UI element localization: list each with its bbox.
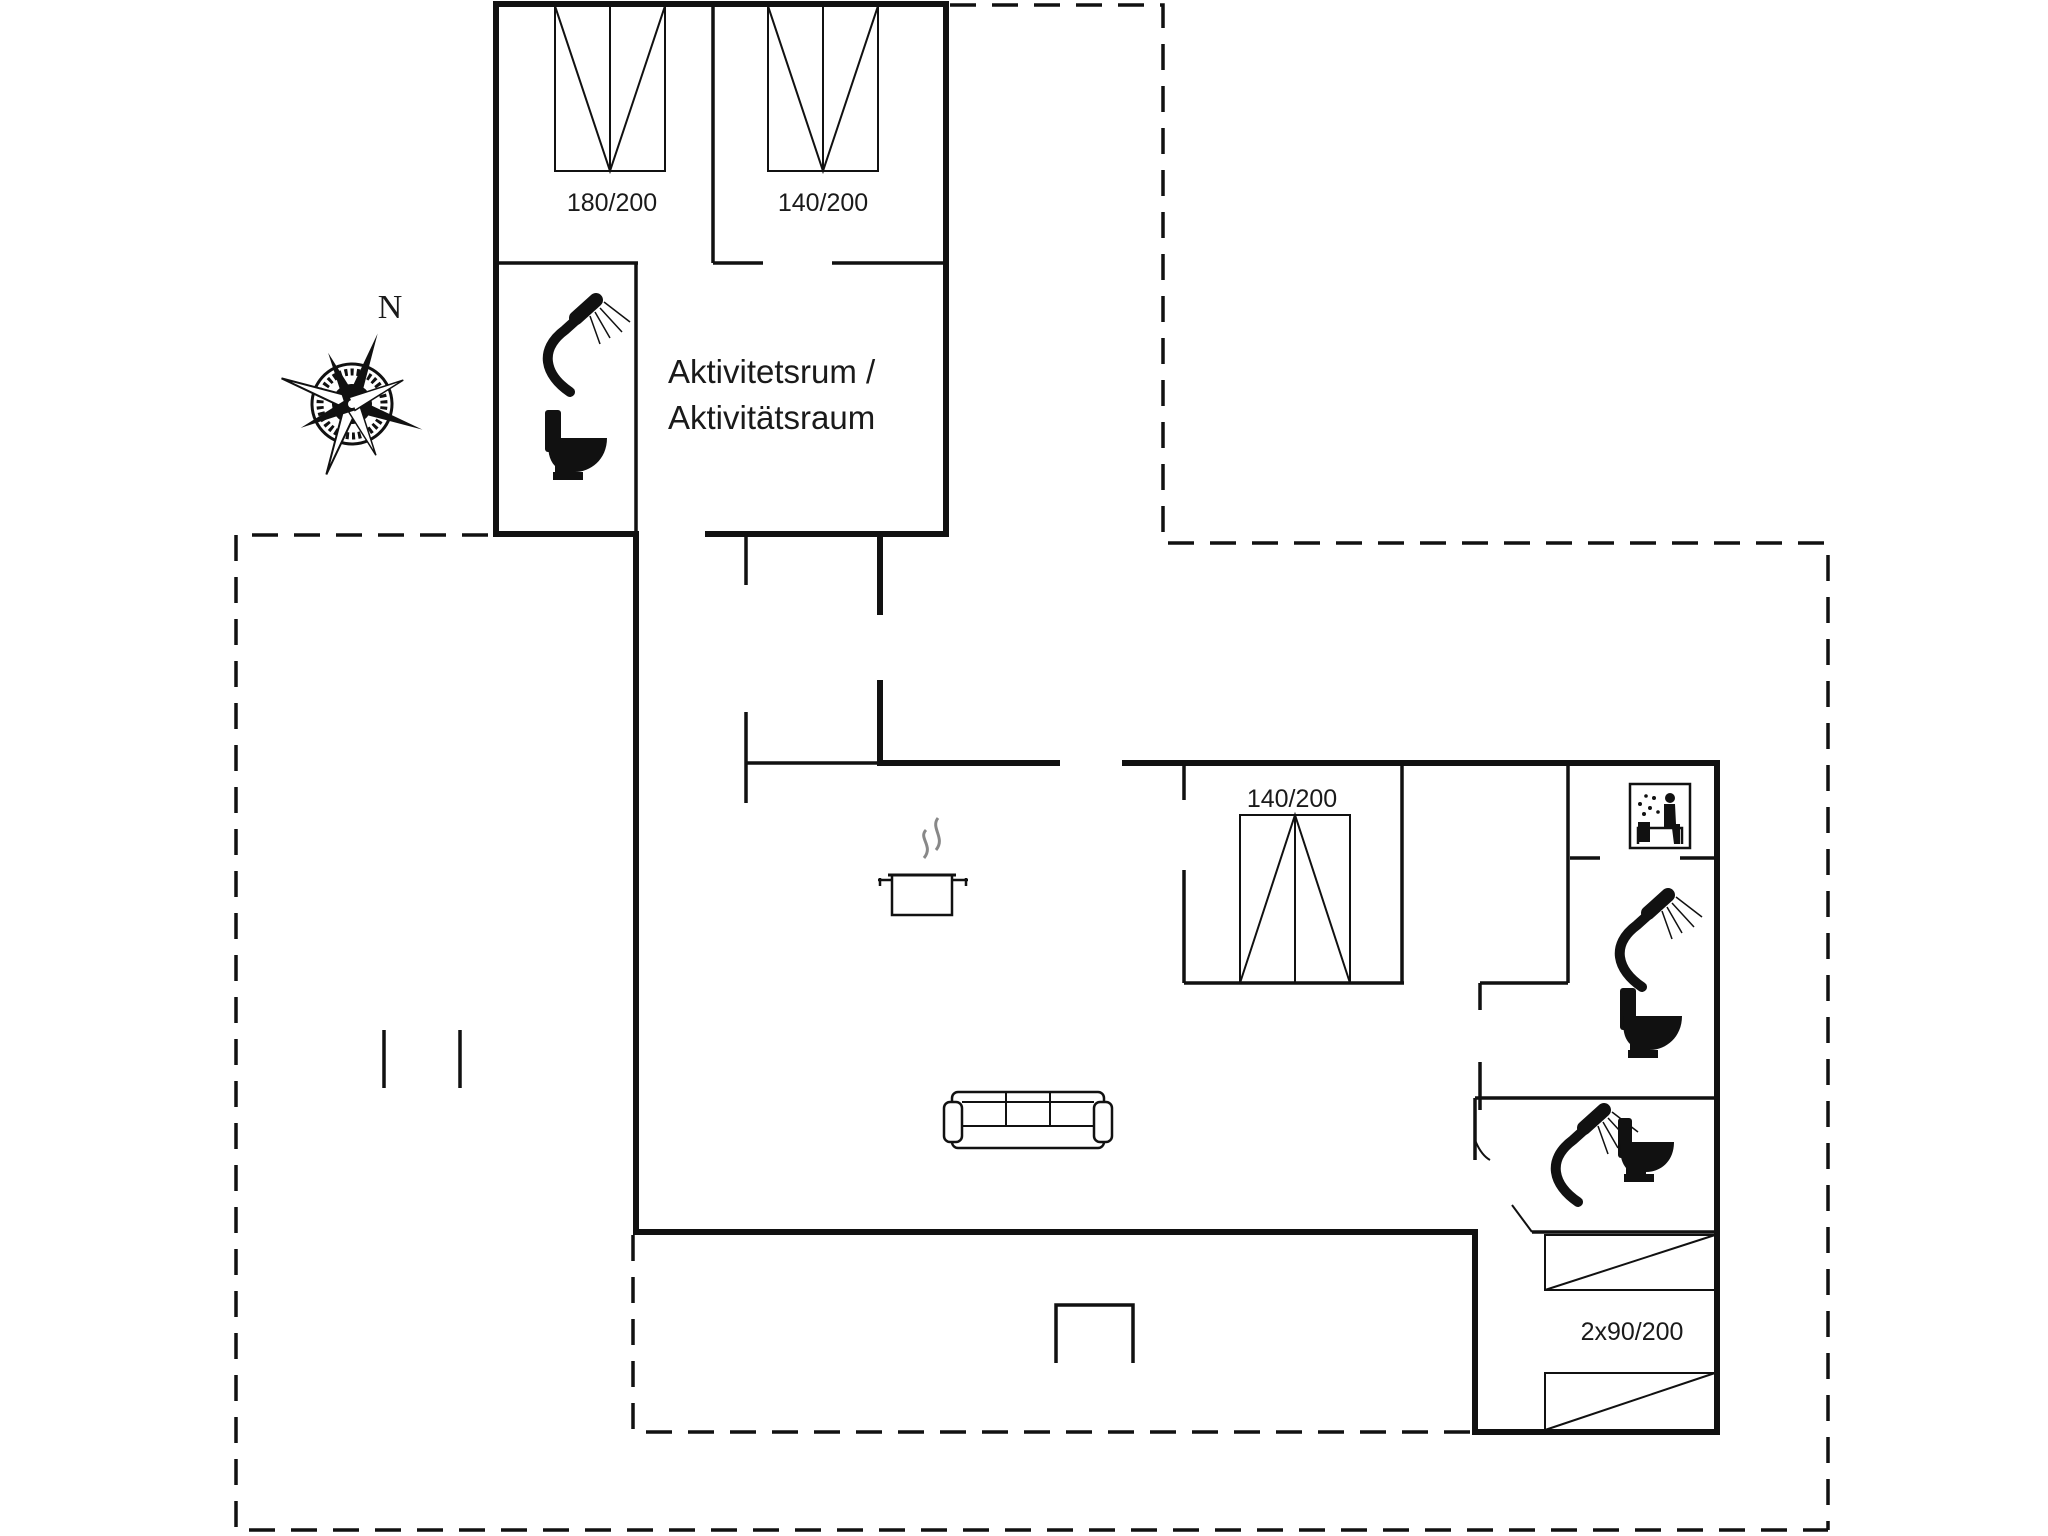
bed-label-top-left: 180/200	[567, 189, 657, 217]
terrace-bottom	[631, 1235, 1475, 1434]
room-label-activity-line1: Aktivitetsrum /	[668, 353, 876, 390]
shower-icon	[1614, 888, 1703, 992]
compass-rose-icon	[281, 333, 423, 475]
bed-label-middle: 140/200	[1247, 785, 1337, 813]
terrace-left	[234, 533, 1828, 1532]
shower-icon	[542, 293, 631, 397]
bed-label-bottom-right: 2x90/200	[1581, 1318, 1684, 1346]
kitchen-pot-icon	[878, 817, 968, 917]
toilet-icon	[545, 410, 607, 480]
toilet-icon	[1618, 1118, 1674, 1182]
bed-icon	[1544, 1372, 1716, 1431]
room-label-activity-line2: Aktivitätsraum	[668, 399, 875, 436]
bed-bottom-right	[1544, 1234, 1716, 1431]
bed-top-right	[767, 5, 879, 175]
terrace-outlines	[234, 3, 1830, 1532]
bed-middle	[1239, 811, 1351, 984]
terrace-top-right	[950, 3, 1830, 1530]
bed-top-left	[554, 5, 666, 175]
wall-bath3-arc	[1474, 1139, 1491, 1161]
wall-top-wing	[493, 1, 949, 537]
bed-icon	[1544, 1234, 1716, 1291]
exterior-walls	[493, 1, 1720, 1435]
sofa-icon	[942, 1090, 1114, 1150]
toilet-icon	[1620, 988, 1682, 1058]
sauna-icon	[1628, 782, 1692, 850]
compass-north-label: N	[378, 289, 403, 326]
annex-box-left	[1054, 1303, 1135, 1363]
wall-bath3-door	[1511, 1204, 1533, 1233]
bed-label-top-right: 140/200	[778, 189, 868, 217]
wall-left-main	[633, 531, 1720, 1435]
